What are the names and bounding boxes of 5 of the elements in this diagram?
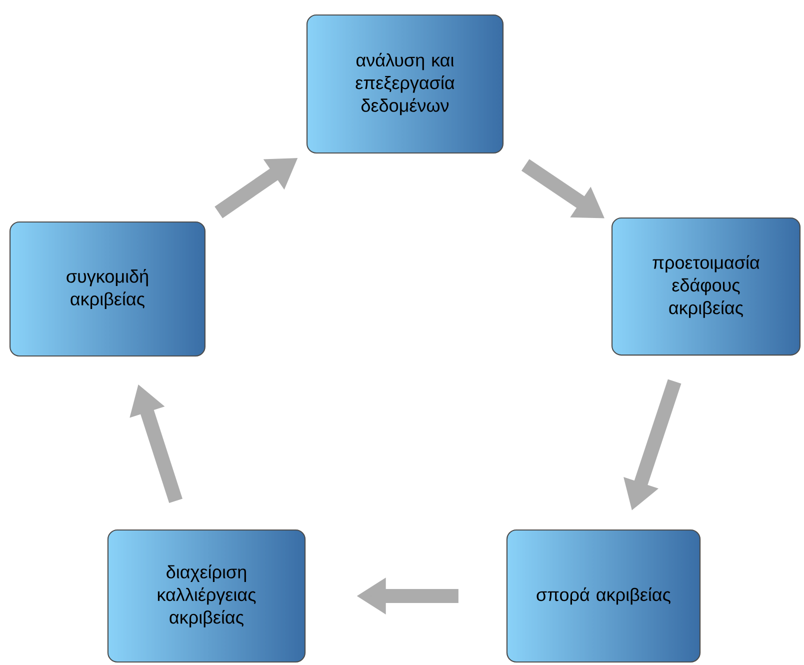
process-box: συγκομιδή ακριβείας — [10, 221, 206, 357]
process-box: διαχείριση καλλιέργειας ακριβείας — [107, 529, 306, 663]
process-box: σπορά ακριβείας — [506, 529, 701, 663]
process-box: ανάλυση και επεξεργασία δεδομένων — [306, 14, 504, 154]
process-box: προετοιμασία εδάφους ακριβείας — [611, 217, 801, 356]
